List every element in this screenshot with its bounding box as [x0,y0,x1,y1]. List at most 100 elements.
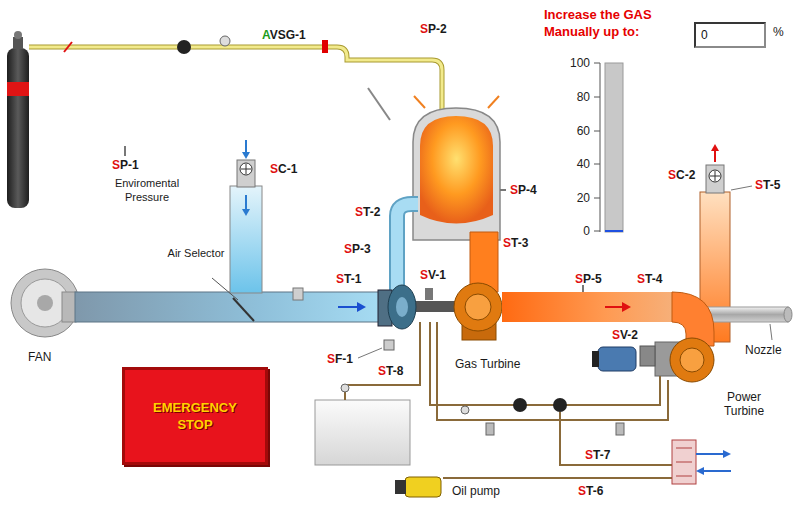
fan-housing [11,269,79,337]
oil-valve [513,398,527,412]
sensor-tag: ST-5 [755,178,780,192]
coolant-line [703,470,731,472]
combustor-flame [420,116,493,224]
exchanger-fin [676,448,692,449]
intake-arrow-head [242,209,250,216]
gas-cylinder [7,48,29,208]
leader-line [731,186,752,190]
gas-branch [368,88,390,120]
coolant-arrow [696,467,704,475]
leader-line [770,324,772,340]
oil-gauge [461,406,469,414]
duct-sensor [293,288,303,300]
sv2-valve [640,346,655,366]
axis-tick: 20 [560,191,590,205]
gauge-tick [594,164,600,165]
oil-line [430,322,660,405]
part-label: Oil pump [452,484,500,498]
sensor-tag: ST-4 [637,272,662,286]
part-label: Gas Turbine [455,357,520,371]
part-label: Air Selector [164,246,228,260]
compressor-eye [396,297,408,317]
stack-valve [709,170,721,182]
oil-pump [405,477,441,497]
sensor-tag: ST-2 [355,205,380,219]
sensor-tag: SV-1 [420,268,446,282]
coolant-arrow [723,450,731,458]
part-label: FAN [28,350,51,364]
oil-filter [616,423,624,435]
sensor-tag: ST-7 [585,448,610,462]
oil-line [345,322,420,400]
intake-stack [230,186,262,293]
burner-jet [488,96,499,108]
fan-hub [37,295,53,311]
exchanger-fin [676,476,692,477]
intake-arrow-head [242,152,250,159]
flow-arrow [605,306,623,308]
oil-filter [486,423,494,435]
axis-tick: 60 [560,124,590,138]
intake-arrow [245,195,247,210]
valve-cross [715,171,716,181]
air-riser-core [397,204,418,296]
gas-turbine-rotor [465,294,491,320]
exchanger-fin [676,462,692,463]
gas-gauge [220,36,230,46]
sensor-tag: SF-1 [327,352,353,366]
intake-valve [240,163,252,175]
sensor-tag: ST-1 [336,272,361,286]
cylinder-band [7,82,29,96]
gas-turbine [454,283,502,331]
gas-regulator [64,42,72,52]
value-input: 0 [694,22,766,48]
air-riser [397,204,418,296]
part-label: Enviromental Pressure [104,176,190,204]
heat-exchanger [672,440,696,484]
power-turbine-rotor [680,348,704,372]
leader-line [212,278,238,300]
oil-gauge [341,384,349,392]
flow-arrow [338,306,358,308]
sensor-tag: ST-8 [378,364,403,378]
gauge-tick [594,97,600,98]
part-label: Nozzle [745,343,782,357]
coolant-line [696,453,724,455]
node-text: 0 [701,28,708,42]
pump-motor [395,480,406,494]
unit-label: % [773,25,784,39]
axis-tick: 0 [560,224,590,238]
sensor-tag: SP-1 [112,158,139,172]
oil-tank [315,400,410,465]
intake-cap [237,160,255,187]
node-text: EMERGENCY STOP [145,399,245,433]
combustor [413,108,500,240]
sensor-tag: SP-3 [344,242,371,256]
sensor-stub [582,285,584,292]
sv1-valve [425,288,433,300]
exhaust-pipe [502,292,674,322]
cylinder-knob [14,31,22,39]
gauge-bar [605,63,623,232]
burner-jet [414,96,425,108]
gauge-tick [594,131,600,132]
power-turbine [670,338,714,382]
sensor-tag: ST-6 [578,484,603,498]
axis-tick: 80 [560,90,590,104]
sensor-tag: SV-2 [612,328,638,342]
oil-line [443,477,672,479]
stack-cap [706,165,724,193]
oil-line [560,412,672,465]
valve-cross [246,164,247,174]
valve-tag: AVSG-1 [262,28,306,42]
sensor-stub [500,189,506,191]
part-label: Power Turbine [712,390,776,418]
leader-line [358,348,382,358]
gauge-level [605,230,623,232]
gas-valve [177,40,191,54]
flow-arrow-head [622,302,631,312]
nozzle [784,307,792,322]
compressor [388,285,416,329]
